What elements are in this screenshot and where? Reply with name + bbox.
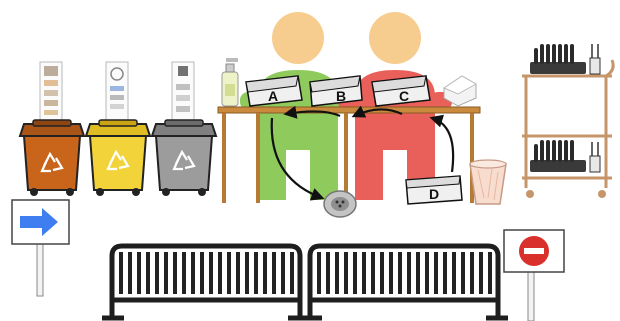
drain-icon <box>324 191 356 217</box>
tray-c: C <box>372 76 430 106</box>
soap-dispenser <box>222 58 238 106</box>
tray-c-label: C <box>399 88 409 104</box>
tray-d-label: D <box>429 186 439 202</box>
grey-recycling-bin <box>152 62 216 196</box>
brown-recycling-bin <box>20 62 84 196</box>
no-entry-icon <box>519 236 549 266</box>
person-red <box>338 12 452 200</box>
person-green-head <box>272 12 324 64</box>
crowd-barrier-left <box>102 246 310 318</box>
dish-trolley <box>522 44 613 198</box>
yellow-recycling-bin <box>86 62 150 196</box>
tray-b: B <box>310 76 362 106</box>
tray-a-label: A <box>268 88 278 104</box>
direction-sign <box>12 200 69 296</box>
person-red-head <box>369 12 421 64</box>
arrow-d-to-c <box>432 118 453 172</box>
tray-b-label: B <box>336 88 346 104</box>
tray-d: D <box>406 176 462 204</box>
no-entry-sign <box>504 230 564 321</box>
tray-a: A <box>246 76 302 106</box>
trash-can-icon <box>470 160 506 204</box>
crowd-barrier-right <box>300 246 508 318</box>
